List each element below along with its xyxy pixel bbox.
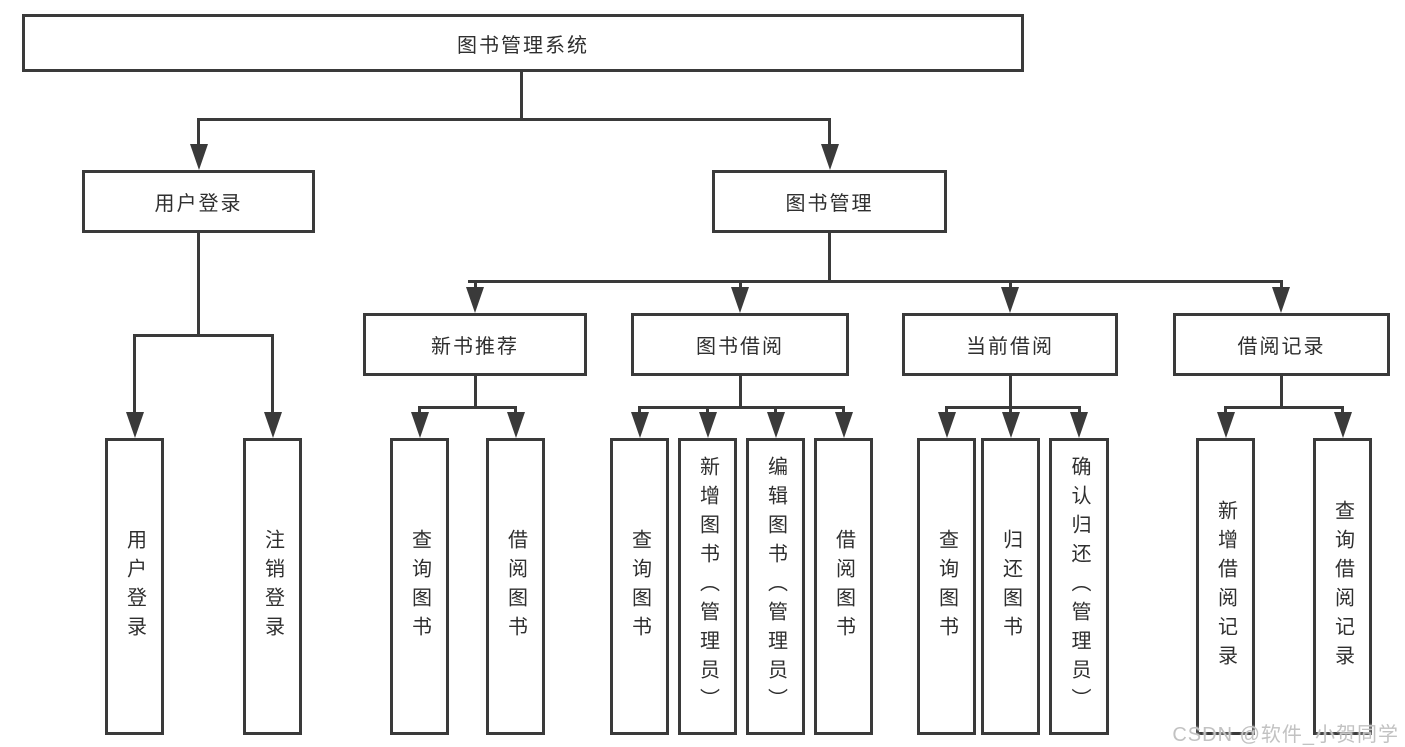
connector-line: [271, 334, 274, 416]
arrow-down-icon: [938, 412, 956, 438]
leaf-logout: 注销登录: [243, 438, 302, 735]
connector-line: [133, 334, 136, 416]
arrow-down-icon: [1001, 287, 1019, 313]
leaf-confirm-return-label: 确认归还（管理员）: [1068, 456, 1090, 717]
arrow-down-icon: [1334, 412, 1352, 438]
arrow-down-icon: [507, 412, 525, 438]
arrow-down-icon: [1217, 412, 1235, 438]
connector-line: [197, 118, 200, 148]
connector-line: [418, 406, 517, 409]
connector-line: [1280, 376, 1283, 408]
arrow-down-icon: [699, 412, 717, 438]
connector-line: [197, 118, 831, 121]
connector-line: [468, 280, 1283, 283]
node-user-login: 用户登录: [82, 170, 315, 233]
arrow-down-icon: [767, 412, 785, 438]
leaf-return-books: 归还图书: [981, 438, 1040, 735]
leaf-add-record-label: 新增借阅记录: [1214, 499, 1237, 674]
arrow-down-icon: [1272, 287, 1290, 313]
leaf-query-books-1: 查询图书: [390, 438, 449, 735]
leaf-borrow-books-1: 借阅图书: [486, 438, 545, 735]
leaf-add-books: 新增图书（管理员）: [678, 438, 737, 735]
arrow-down-icon: [821, 144, 839, 170]
arrow-down-icon: [411, 412, 429, 438]
connector-line: [474, 376, 477, 408]
leaf-borrow-books-1-label: 借阅图书: [504, 528, 527, 645]
leaf-edit-books: 编辑图书（管理员）: [746, 438, 805, 735]
connector-line: [828, 118, 831, 148]
node-current-borrow: 当前借阅: [902, 313, 1118, 376]
connector-line: [1009, 376, 1012, 408]
leaf-confirm-return: 确认归还（管理员）: [1049, 438, 1109, 735]
leaf-user-login: 用户登录: [105, 438, 164, 735]
leaf-query-record-label: 查询借阅记录: [1331, 499, 1354, 674]
arrow-down-icon: [190, 144, 208, 170]
connector-line: [739, 376, 742, 408]
arrow-down-icon: [264, 412, 282, 438]
arrow-down-icon: [126, 412, 144, 438]
leaf-return-books-label: 归还图书: [999, 528, 1022, 645]
leaf-edit-books-label: 编辑图书（管理员）: [764, 456, 787, 717]
leaf-borrow-books-2-label: 借阅图书: [832, 528, 855, 645]
arrow-down-icon: [835, 412, 853, 438]
arrow-down-icon: [1070, 412, 1088, 438]
connector-line: [133, 334, 274, 337]
leaf-query-books-2-label: 查询图书: [628, 528, 651, 645]
csdn-watermark: CSDN @软件_小贺同学: [1172, 724, 1399, 746]
connector-line: [638, 406, 845, 409]
arrow-down-icon: [731, 287, 749, 313]
leaf-query-books-3-label: 查询图书: [935, 528, 958, 645]
leaf-add-books-label: 新增图书（管理员）: [696, 456, 719, 717]
node-new-book-recommend: 新书推荐: [363, 313, 587, 376]
connector-line: [197, 233, 200, 336]
leaf-user-login-label: 用户登录: [123, 528, 146, 645]
leaf-add-record: 新增借阅记录: [1196, 438, 1255, 735]
leaf-borrow-books-2: 借阅图书: [814, 438, 873, 735]
arrow-down-icon: [631, 412, 649, 438]
connector-line: [828, 233, 831, 282]
arrow-down-icon: [1002, 412, 1020, 438]
arrow-down-icon: [466, 287, 484, 313]
connector-line: [1224, 406, 1344, 409]
leaf-query-books-2: 查询图书: [610, 438, 669, 735]
leaf-query-record: 查询借阅记录: [1313, 438, 1372, 735]
node-book-borrow: 图书借阅: [631, 313, 849, 376]
leaf-query-books-1-label: 查询图书: [408, 528, 431, 645]
leaf-query-books-3: 查询图书: [917, 438, 976, 735]
node-borrow-records: 借阅记录: [1173, 313, 1390, 376]
node-root: 图书管理系统: [22, 14, 1024, 72]
connector-line: [945, 406, 1081, 409]
leaf-logout-label: 注销登录: [261, 528, 284, 645]
node-book-management: 图书管理: [712, 170, 947, 233]
connector-line: [520, 72, 523, 120]
